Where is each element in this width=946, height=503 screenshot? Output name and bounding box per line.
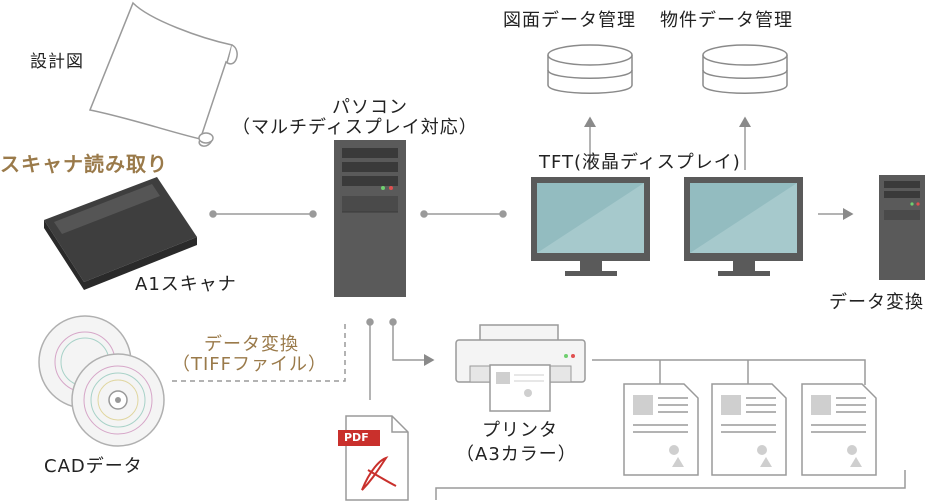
pc-sub-label: （マルチディスプレイ対応） <box>232 117 478 138</box>
document-icon-2 <box>711 383 787 476</box>
document-icon-1 <box>623 383 699 476</box>
scanner-read-label: スキャナ読み取り <box>0 152 168 176</box>
tiff-file-label: （TIFFファイル） <box>172 354 328 375</box>
pc-title-label: パソコン <box>332 97 408 118</box>
tiff-convert-label: データ変換 <box>204 334 299 355</box>
cad-data-label: CADデータ <box>44 456 143 477</box>
cad-disc-icon <box>38 315 165 447</box>
pdf-file-icon <box>338 415 409 501</box>
printer-sub-label: （A3カラー） <box>456 444 577 465</box>
pc-tower-icon <box>334 140 406 297</box>
scanner-icon <box>44 177 197 290</box>
monitor-icon-1 <box>531 177 650 276</box>
database-icon-2 <box>702 44 788 94</box>
document-icon-3 <box>801 383 877 476</box>
database-icon-1 <box>547 44 633 94</box>
printer-label: プリンタ <box>482 420 558 441</box>
bottom-bus-line <box>435 470 906 500</box>
pc-printer-arrow <box>392 322 435 366</box>
printer-icon <box>455 324 586 412</box>
db2-label: 物件データ管理 <box>660 10 793 31</box>
output-documents <box>623 383 877 476</box>
connectors <box>172 116 906 500</box>
data-convert-label: データ変換 <box>829 292 924 313</box>
monitor-icon-2 <box>684 177 803 276</box>
cad-pc-dashed-line <box>172 322 346 382</box>
blueprint-label: 設計図 <box>30 52 84 72</box>
pdf-badge: PDF <box>344 431 369 444</box>
convert-tower-icon <box>879 175 925 280</box>
tft-label: TFT(液晶ディスプレイ) <box>539 152 741 173</box>
db1-label: 図面データ管理 <box>503 10 636 31</box>
blueprint-icon <box>88 1 238 147</box>
printer-output-line <box>592 359 866 385</box>
scanner-label: A1スキャナ <box>135 274 237 295</box>
